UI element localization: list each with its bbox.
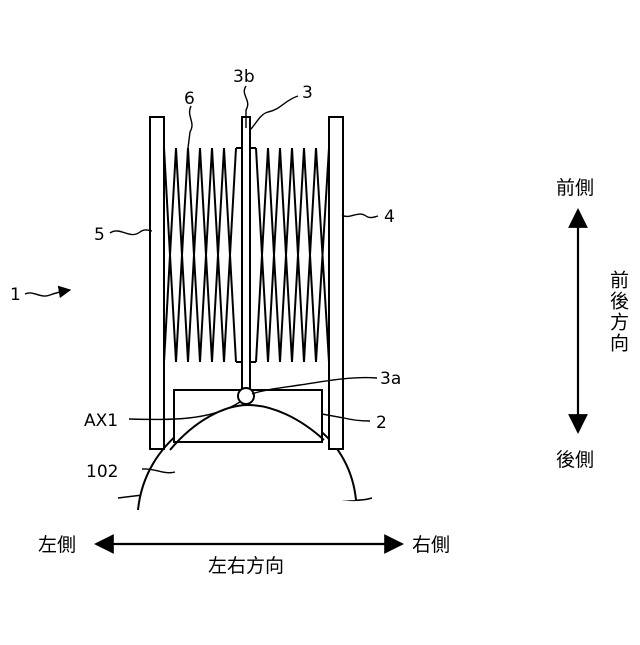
leader-6 <box>188 106 192 148</box>
label-base: 2 <box>376 413 387 433</box>
label-left-right-direction: 左右方向 <box>208 555 284 577</box>
label-upper-end: 3b <box>233 67 255 87</box>
label-body-part: 102 <box>86 462 118 482</box>
label-left-side: 左側 <box>38 534 76 556</box>
label-front-rear-direction: 前後方向 <box>607 270 629 354</box>
label-device: 1 <box>10 285 21 305</box>
leader-5 <box>110 230 152 235</box>
label-left-wall: 5 <box>94 225 105 245</box>
label-front-side: 前側 <box>556 177 594 199</box>
device-leader-arrow <box>25 290 70 296</box>
center-plate <box>242 117 250 389</box>
label-right-wall: 4 <box>384 207 395 227</box>
label-right-side: 右側 <box>412 534 450 556</box>
label-axis: AX1 <box>84 411 118 431</box>
leader-4 <box>342 214 378 218</box>
label-lower-end: 3a <box>380 369 401 389</box>
right-wall <box>329 117 343 449</box>
label-rear-side: 後側 <box>556 449 594 471</box>
label-coil-spring: 6 <box>184 89 195 109</box>
left-wall <box>150 117 164 449</box>
label-center-plate: 3 <box>302 83 313 103</box>
pivot-joint <box>238 388 254 404</box>
leader-3 <box>250 96 298 130</box>
